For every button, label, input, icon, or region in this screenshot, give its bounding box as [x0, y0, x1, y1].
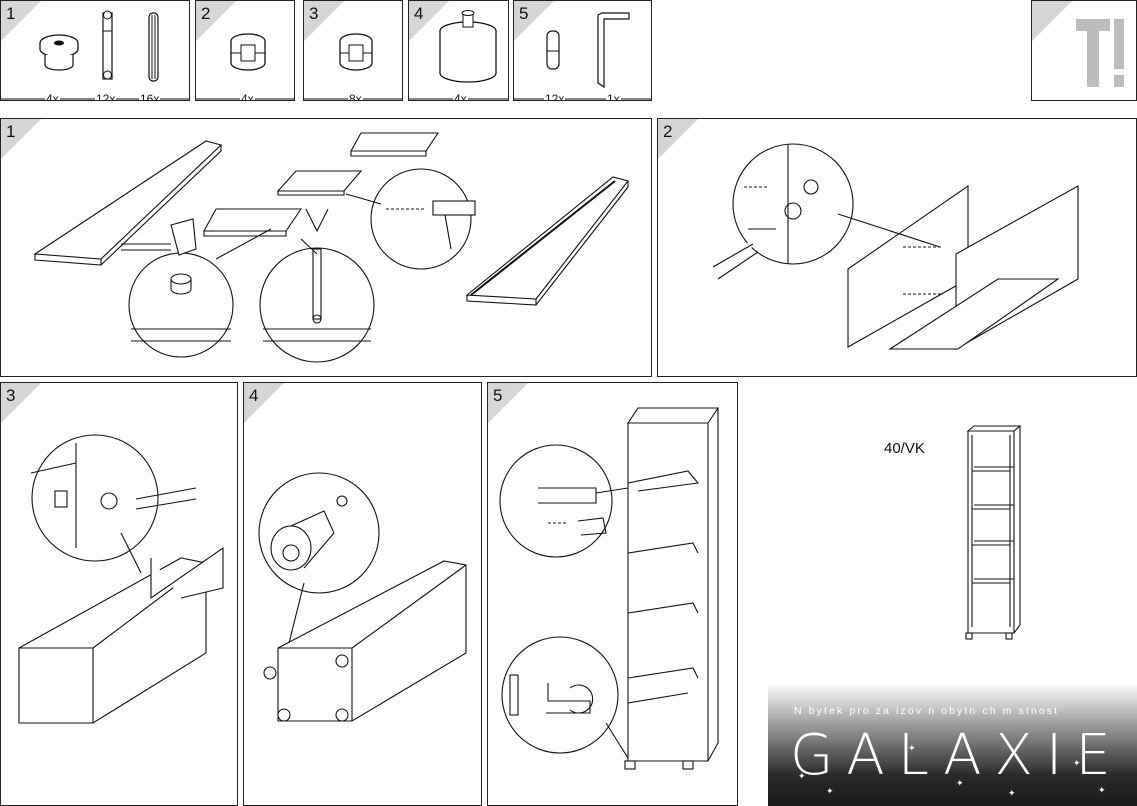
- sparkle-icon: ✦: [908, 743, 916, 753]
- part-quantity: 12x: [544, 92, 566, 100]
- step-number: 4: [249, 386, 259, 405]
- part-quantity: 1x: [606, 92, 621, 100]
- step-number: 2: [663, 122, 673, 141]
- part-quantity: 8x: [348, 92, 363, 100]
- tools-icon: [1076, 19, 1124, 87]
- step-1-panel: 1: [0, 118, 652, 377]
- step-number: 3: [6, 386, 16, 405]
- step-4-panel: 4: [243, 382, 482, 806]
- corner-tab: [244, 383, 284, 423]
- brand-tagline: N bytek pro za izov n obytn ch m stnost: [794, 705, 1060, 717]
- part-number: 3: [309, 4, 319, 23]
- sparkle-icon: ✦: [1008, 788, 1016, 798]
- part-quantity: 4x: [45, 92, 60, 100]
- corner-tab: [196, 1, 236, 41]
- part-box-4: 4 4x: [408, 0, 509, 101]
- cam-connector-illustration: [196, 33, 294, 100]
- step-5-panel: 5: [487, 382, 738, 806]
- corner-tab: [304, 1, 344, 41]
- brand-banner: N bytek pro za izov n obytn ch m stnost …: [768, 683, 1137, 806]
- bookcase-overview-illustration: [965, 425, 1022, 640]
- sparkle-icon: ✦: [798, 771, 806, 781]
- part-number: 4: [414, 4, 424, 23]
- sparkle-icon: ✦: [956, 778, 964, 788]
- part-number: 2: [201, 4, 211, 23]
- furniture-foot-illustration: [409, 10, 508, 100]
- step-2-illustration: [712, 143, 1079, 350]
- corner-tab: [488, 383, 528, 423]
- brand-logo-text: GALAXIE: [790, 723, 1124, 788]
- step-5-illustration: [499, 407, 720, 770]
- part-number: 5: [519, 4, 529, 23]
- corner-tab: [658, 119, 698, 159]
- model-label: 40/VK: [884, 440, 925, 457]
- part-box-1: 1 4x 12x 16x: [0, 0, 190, 101]
- part-number: 1: [6, 4, 16, 23]
- part-box-2: 2 4x: [195, 0, 295, 101]
- step-1-illustration: [33, 132, 629, 363]
- step-3-panel: 3: [0, 382, 238, 806]
- part-box-5: 5 12x 1x: [513, 0, 652, 101]
- corner-tab: [1, 119, 41, 159]
- tools-box: [1031, 0, 1137, 101]
- step-4-illustration: [258, 472, 467, 722]
- cam-lock-and-dowel-illustration: [1, 10, 189, 100]
- pin-and-allen-key-illustration: [514, 12, 651, 100]
- corner-tab: [1, 383, 41, 423]
- part-quantity: 12x: [95, 92, 117, 100]
- sparkle-icon: ✦: [826, 786, 834, 796]
- step-number: 5: [493, 386, 503, 405]
- part-quantity: 4x: [453, 92, 468, 100]
- step-3-illustration: [18, 434, 224, 724]
- part-box-3: 3 8x: [303, 0, 403, 101]
- step-2-panel: 2: [657, 118, 1137, 377]
- cam-connector-illustration: [304, 33, 402, 100]
- sparkle-icon: ✦: [1098, 785, 1106, 795]
- corner-tab: [1032, 1, 1072, 41]
- part-quantity: 4x: [240, 92, 255, 100]
- corner-tab: [1, 1, 41, 41]
- part-quantity: 16x: [139, 92, 161, 100]
- step-number: 1: [6, 122, 16, 141]
- sparkle-icon: ✦: [1073, 758, 1081, 768]
